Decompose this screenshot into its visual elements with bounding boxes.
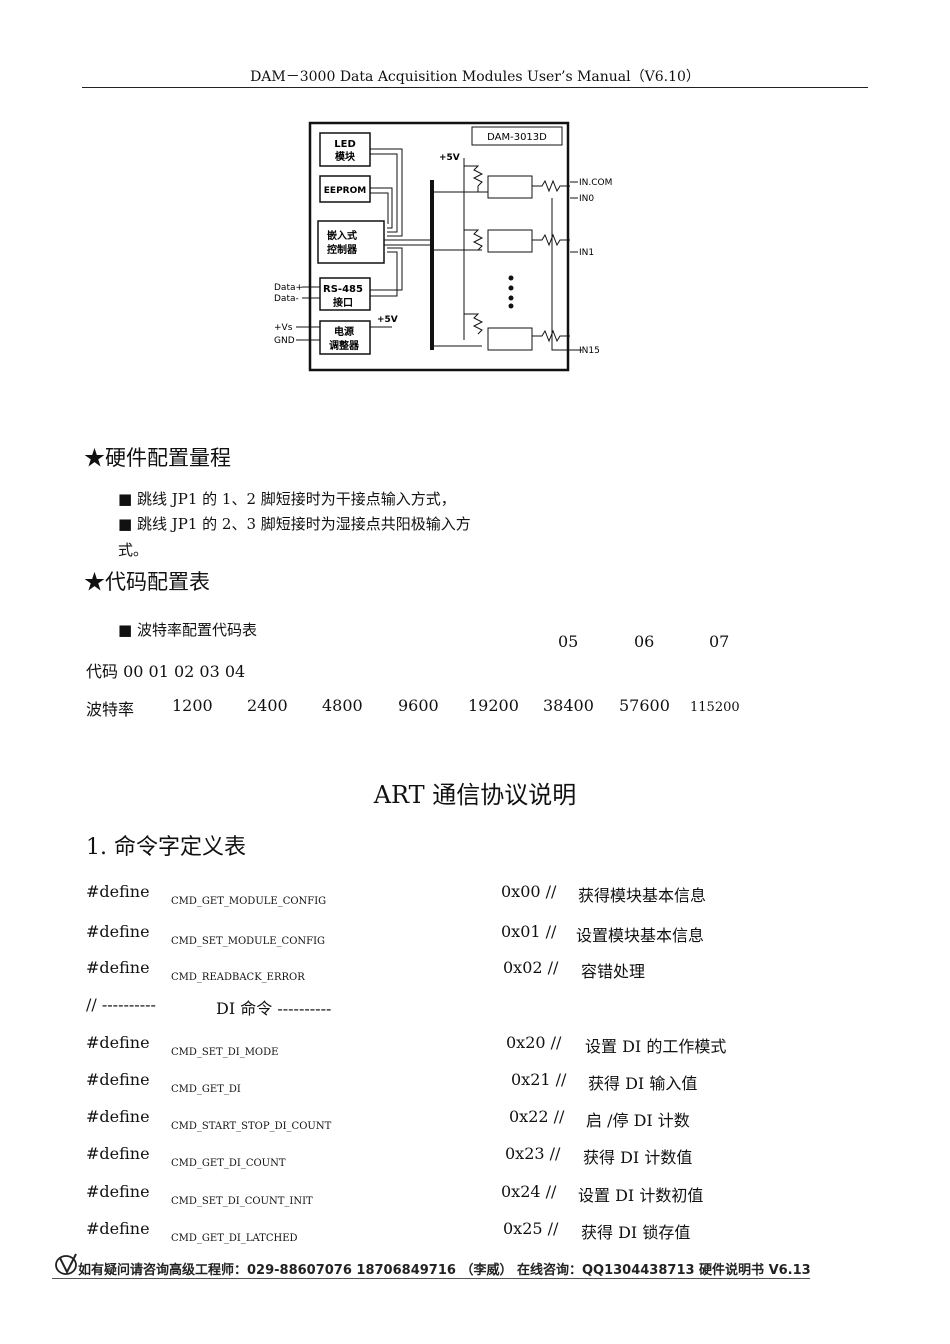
footer-rule (52, 1278, 810, 1279)
supply-label-a: +5V (439, 153, 460, 163)
define-description: 获得 DI 计数值 (583, 1148, 693, 1167)
hw-bullet-2: ■ 跳线 JP1 的 2、3 脚短接时为湿接点共阳极输入方 (118, 515, 471, 533)
define-keyword: #define (86, 1144, 150, 1163)
define-name: CMD_SET_DI_MODE (171, 1047, 279, 1058)
di-separator-left: // ---------- (86, 995, 156, 1014)
company-logo-icon (55, 1253, 77, 1275)
hw-config-title: ★硬件配置量程 (84, 446, 231, 470)
block-eeprom: EEPROM (324, 186, 366, 196)
pin-vs: +Vs (274, 323, 293, 333)
baud-value: 1200 (172, 696, 213, 715)
baud-value: 4800 (322, 696, 363, 715)
block-rs485-2: 接口 (333, 296, 353, 309)
model-label: DAM-3013D (487, 132, 547, 143)
block-rs485-1: RS-485 (323, 284, 363, 295)
define-code: 0x23 // (505, 1144, 561, 1163)
di-separator-right: DI 命令 ---------- (216, 999, 332, 1018)
define-keyword: #define (86, 1219, 150, 1238)
baud-value: 115200 (690, 700, 740, 715)
define-name: CMD_SET_MODULE_CONFIG (171, 936, 326, 947)
define-description: 获得 DI 输入值 (588, 1074, 698, 1093)
pin-in15: IN15 (579, 346, 600, 356)
define-code: 0x25 // (503, 1219, 559, 1238)
define-keyword: #define (86, 882, 150, 901)
pin-in1: IN1 (579, 248, 594, 258)
baud-value: 38400 (543, 696, 594, 715)
define-description: 设置 DI 的工作模式 (585, 1037, 727, 1056)
hw-bullet-1: ■ 跳线 JP1 的 1、2 脚短接时为干接点输入方式， (118, 490, 456, 508)
code-06: 06 (634, 632, 655, 651)
define-code: 0x00 // (501, 882, 557, 901)
block-led-1: LED (334, 139, 356, 150)
define-description: 获得 DI 锁存值 (581, 1223, 691, 1242)
hw-bullet-2-cont: 式。 (118, 541, 149, 559)
page-header: DAM－3000 Data Acquisition Modules User’s… (250, 69, 700, 85)
define-keyword: #define (86, 958, 150, 977)
baud-value: 19200 (468, 696, 519, 715)
define-code: 0x21 // (511, 1070, 567, 1089)
block-mcu-2: 控制器 (327, 243, 358, 256)
code-config-title: ★代码配置表 (84, 570, 210, 594)
block-diagram: DAM-3013D LED 模块 EEPROM 嵌入式 控制器 RS-485 接… (274, 121, 612, 372)
pin-in-com: IN.COM (579, 178, 612, 188)
baud-label: 波特率 (86, 700, 135, 719)
define-code: 0x24 // (501, 1182, 557, 1201)
define-name: CMD_SET_DI_COUNT_INIT (171, 1196, 313, 1207)
define-description: 设置模块基本信息 (576, 926, 705, 945)
code-row: 代码 00 01 02 03 04 (86, 662, 246, 681)
pin-data-plus: Data+ (274, 283, 303, 293)
pin-data-minus: Data- (274, 294, 299, 304)
baud-value: 9600 (398, 696, 439, 715)
page-footer: 如有疑问请咨询高级工程师：029-88607076 18706849716 （李… (78, 1263, 811, 1278)
block-power-2: 调整器 (329, 339, 360, 352)
header-rule (82, 87, 868, 88)
define-name: CMD_GET_MODULE_CONFIG (171, 896, 327, 907)
define-keyword: #define (86, 922, 150, 941)
block-power-1: 电源 (334, 325, 354, 338)
code-bullet: ■ 波特率配置代码表 (118, 621, 257, 639)
supply-label-b: +5V (377, 315, 398, 325)
define-keyword: #define (86, 1070, 150, 1089)
define-description: 获得模块基本信息 (578, 886, 707, 905)
pin-gnd: GND (274, 336, 295, 346)
block-led-2: 模块 (335, 150, 356, 163)
define-description: 设置 DI 计数初值 (578, 1186, 704, 1205)
protocol-subtitle: 1. 命令字定义表 (86, 835, 246, 860)
define-name: CMD_GET_DI_COUNT (171, 1158, 286, 1169)
block-mcu-1: 嵌入式 (327, 229, 357, 242)
define-name: CMD_READBACK_ERROR (171, 972, 305, 983)
define-keyword: #define (86, 1033, 150, 1052)
define-keyword: #define (86, 1182, 150, 1201)
code-07: 07 (709, 632, 730, 651)
define-name: CMD_GET_DI_LATCHED (171, 1233, 298, 1244)
define-code: 0x22 // (509, 1107, 565, 1126)
define-keyword: #define (86, 1107, 150, 1126)
define-code: 0x02 // (503, 958, 559, 977)
define-code: 0x20 // (506, 1033, 562, 1052)
define-name: CMD_START_STOP_DI_COUNT (171, 1121, 332, 1132)
define-name: CMD_GET_DI (171, 1084, 241, 1095)
pin-in0: IN0 (579, 194, 594, 204)
protocol-title: ART 通信协议说明 (373, 781, 577, 809)
baud-value: 2400 (247, 696, 288, 715)
define-description: 启 /停 DI 计数 (586, 1111, 690, 1130)
define-description: 容错处理 (581, 962, 646, 981)
baud-value: 57600 (619, 696, 670, 715)
define-code: 0x01 // (501, 922, 557, 941)
code-05: 05 (558, 632, 579, 651)
